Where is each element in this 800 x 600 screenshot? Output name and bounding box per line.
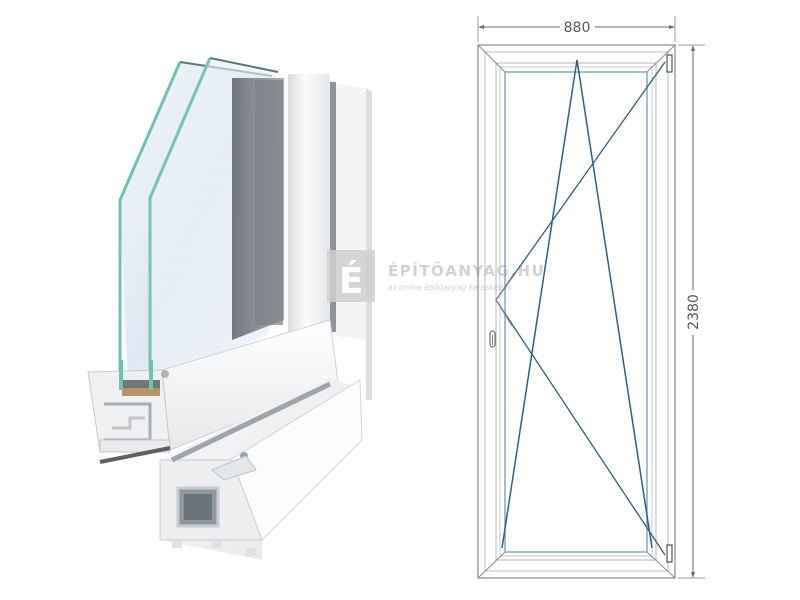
sash <box>495 62 657 561</box>
door-drawing <box>477 16 705 579</box>
frame-post <box>288 74 332 340</box>
outer-frame <box>477 44 676 579</box>
glass-outline <box>504 71 648 553</box>
width-label: 880 <box>564 20 591 36</box>
height-dimension <box>678 44 705 579</box>
turn-opening-lines <box>495 61 666 556</box>
handle-icon <box>489 330 496 348</box>
hinge-top-icon <box>666 54 673 73</box>
watermark: É ÉPÍTŐANYAG.HU az online építőanyag ker… <box>327 250 544 302</box>
height-label: 2380 <box>686 294 702 330</box>
hinge-bottom-icon <box>666 544 673 563</box>
watermark-subtitle: az online építőanyag kereskedés <box>388 283 512 292</box>
watermark-logo-box <box>327 250 375 302</box>
width-dimension <box>477 16 676 42</box>
watermark-logo-letter: É <box>339 260 364 302</box>
tilt-opening-lines <box>501 59 653 549</box>
frame-profile <box>159 378 363 560</box>
